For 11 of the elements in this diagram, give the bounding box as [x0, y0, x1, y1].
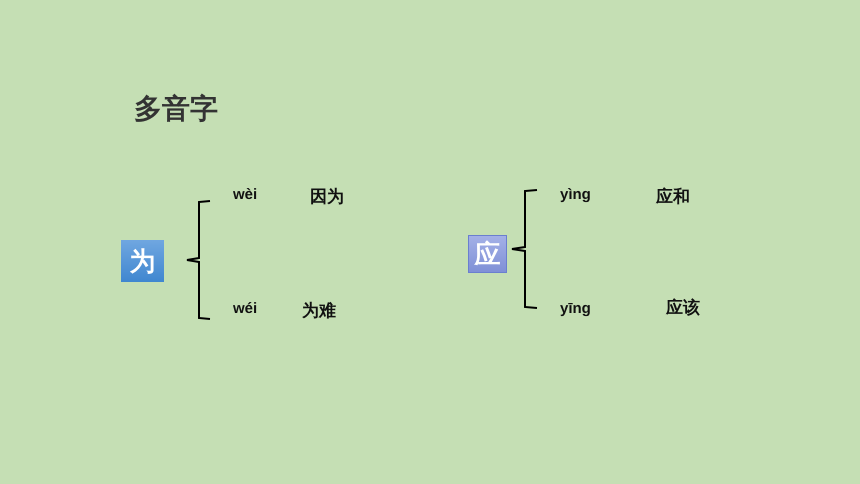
title: 多音字 — [134, 91, 218, 127]
word: 应和 — [656, 186, 690, 208]
pinyin: yìng — [560, 186, 591, 203]
character-box: 应 — [468, 235, 507, 273]
word: 应该 — [666, 297, 700, 319]
word: 因为 — [310, 186, 344, 208]
character-box: 为 — [121, 240, 164, 282]
pinyin: wèi — [233, 186, 258, 203]
word: 为难 — [302, 300, 336, 322]
pinyin: wéi — [233, 300, 258, 317]
pinyin: yīng — [560, 300, 591, 317]
